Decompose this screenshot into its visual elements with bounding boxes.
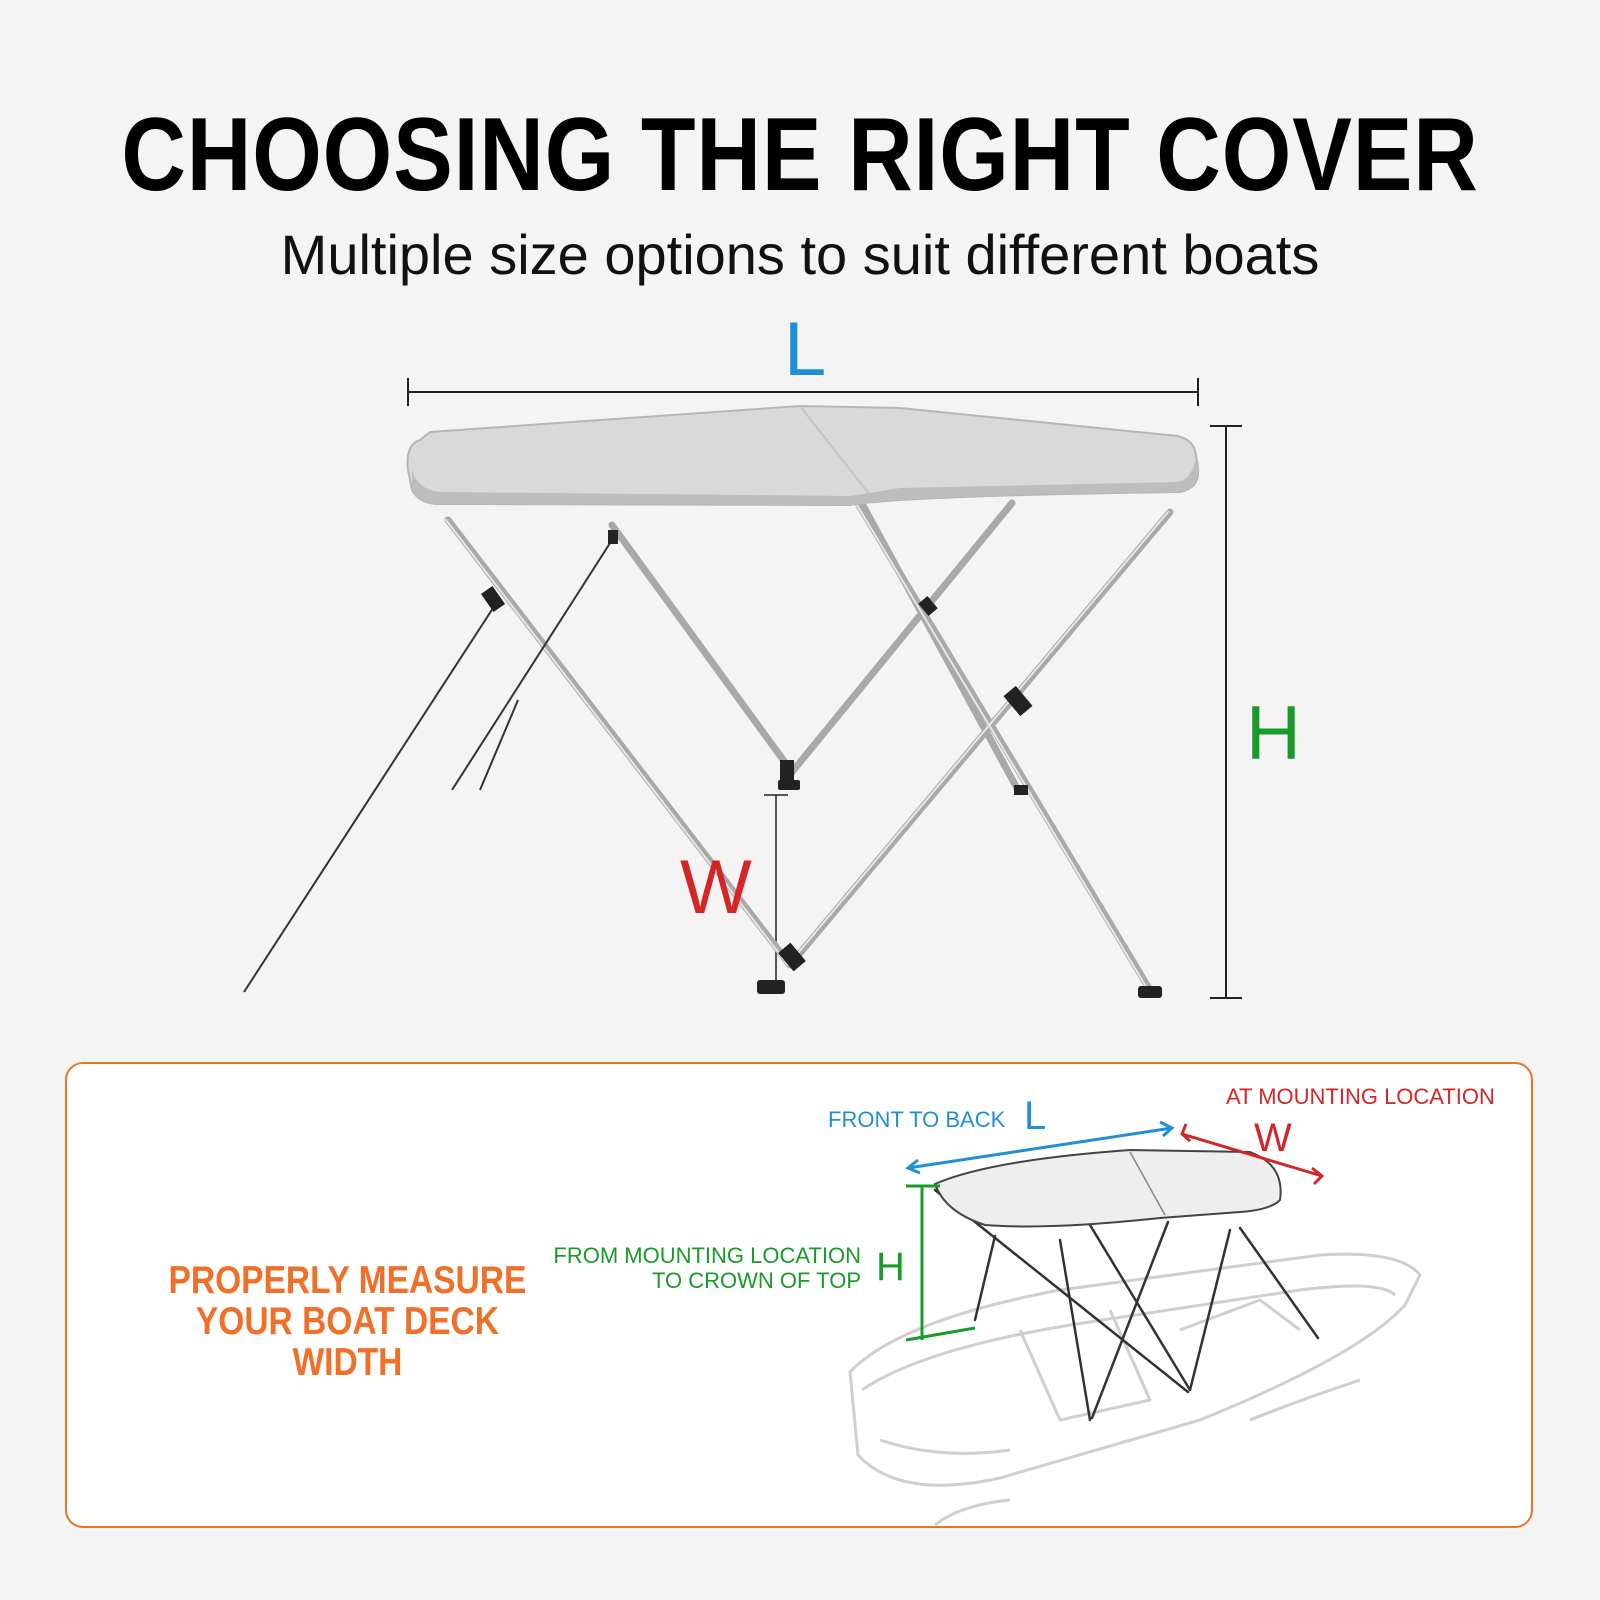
- small-canvas-top: [933, 1148, 1282, 1228]
- support-straps: [243, 539, 613, 993]
- width-label: W: [680, 845, 752, 930]
- panel-width-arrow: [1180, 1123, 1325, 1186]
- boat-sketch: [848, 1252, 1422, 1527]
- frame-poles: [444, 486, 1174, 994]
- panel-width-letter: W: [1254, 1116, 1292, 1160]
- length-dimension-line: [407, 378, 1199, 406]
- panel-height-bracket: [905, 1184, 976, 1342]
- frame-joints: [480, 530, 1162, 998]
- width-dimension-line: [764, 794, 788, 990]
- panel-height-letter: H: [876, 1245, 905, 1289]
- length-label: L: [784, 307, 827, 392]
- small-frame-poles: [933, 1188, 1320, 1422]
- width-caption: AT MOUNTING LOCATION: [1226, 1084, 1495, 1109]
- panel-length-letter: L: [1024, 1094, 1047, 1138]
- bimini-top-diagram: [243, 378, 1242, 999]
- measure-heading-line2: YOUR BOAT DECK WIDTH: [195, 1300, 499, 1384]
- measure-heading-line1: PROPERLY MEASURE: [168, 1259, 527, 1302]
- page-subtitle: Multiple size options to suit different …: [280, 223, 1320, 286]
- measure-heading: PROPERLY MEASURE YOUR BOAT DECK WIDTH: [152, 1260, 543, 1383]
- height-caption-line1: FROM MOUNTING LOCATION: [553, 1243, 861, 1268]
- height-dimension-line: [1210, 425, 1242, 999]
- frame-poles-highlight: [445, 489, 1169, 991]
- height-caption-line2: TO CROWN OF TOP: [651, 1268, 861, 1293]
- page-title: CHOOSING THE RIGHT COVER: [121, 97, 1479, 213]
- height-label: H: [1246, 691, 1301, 776]
- canvas-top: [406, 404, 1200, 507]
- panel-length-arrow: [905, 1120, 1175, 1175]
- length-caption: FRONT TO BACK: [828, 1107, 1006, 1132]
